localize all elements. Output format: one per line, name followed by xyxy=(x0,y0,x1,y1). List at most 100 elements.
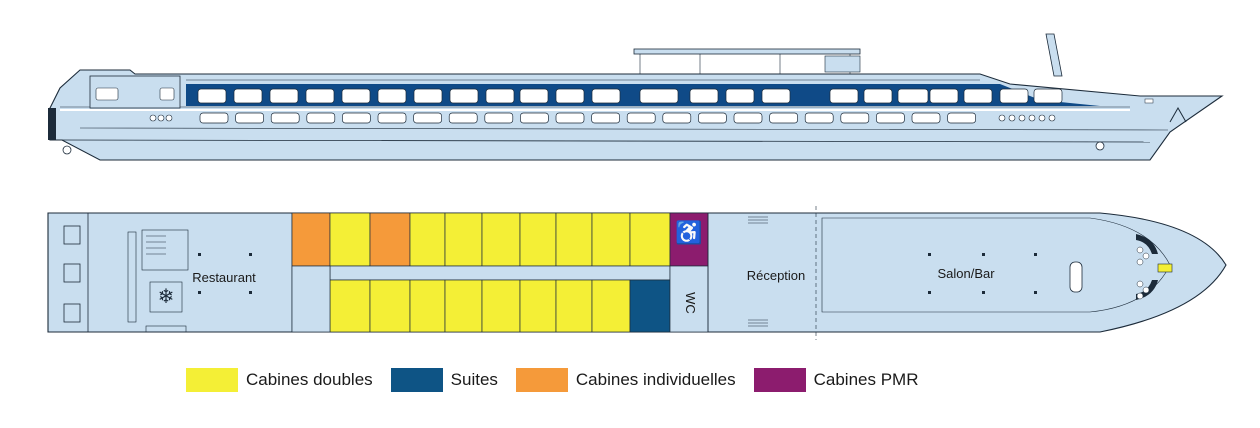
wheelchair-icon: ♿ xyxy=(675,220,702,245)
upper-window xyxy=(591,88,621,104)
cabin-pmr xyxy=(669,212,709,267)
upper-window xyxy=(341,88,371,104)
cabin-double xyxy=(444,212,483,267)
lower-window xyxy=(698,112,727,124)
upper-window xyxy=(929,88,959,104)
sun-deck-canopy xyxy=(633,48,861,55)
upper-windows xyxy=(197,88,1063,104)
upper-window xyxy=(269,88,299,104)
lower-window xyxy=(840,112,870,124)
legend-swatch-single xyxy=(515,368,568,392)
legend-item-single: Cabines individuelles xyxy=(515,368,736,392)
lower-window xyxy=(199,112,229,124)
cabin-double xyxy=(629,212,671,267)
restaurant-columns xyxy=(198,253,252,294)
upper-window xyxy=(725,88,755,104)
snowflake-icon: ❄ xyxy=(158,286,175,308)
ship-side-profile xyxy=(48,33,1224,161)
upper-window xyxy=(829,88,859,104)
cabin-double xyxy=(481,279,521,333)
upper-window xyxy=(761,88,791,104)
cabin-double xyxy=(444,279,483,333)
bow-portholes xyxy=(998,114,1056,122)
stern xyxy=(48,108,56,140)
reception-label: Réception xyxy=(747,268,806,283)
cabin-single xyxy=(291,212,331,267)
lower-window xyxy=(626,112,656,124)
cabin-single xyxy=(369,212,411,267)
cabin-double xyxy=(369,279,411,333)
lower-window xyxy=(733,112,763,124)
upper-window xyxy=(233,88,263,104)
upper-window xyxy=(449,88,479,104)
upper-window xyxy=(897,88,929,104)
upper-window xyxy=(413,88,443,104)
lower-window xyxy=(804,112,834,124)
salon-columns xyxy=(928,253,1037,294)
legend: Cabines doubles Suites Cabines individuell… xyxy=(186,367,937,393)
lower-window xyxy=(947,112,976,124)
cabin-double xyxy=(519,212,557,267)
upper-window xyxy=(639,88,679,104)
salon-label: Salon/Bar xyxy=(937,266,995,281)
cabin-double xyxy=(519,279,557,333)
lower-window xyxy=(520,112,549,124)
upper-window xyxy=(689,88,719,104)
lower-window xyxy=(413,112,442,124)
cabin-suite xyxy=(629,279,671,333)
legend-label: Cabines doubles xyxy=(246,370,373,389)
anchor-icon xyxy=(1095,141,1105,151)
cabin-double xyxy=(555,279,593,333)
lower-window xyxy=(876,112,905,124)
cabin-double xyxy=(329,212,371,267)
restaurant-label: Restaurant xyxy=(192,270,256,285)
stern-stairs xyxy=(127,229,189,333)
propeller-icon xyxy=(62,145,72,155)
lower-window xyxy=(555,112,585,124)
legend-swatch-pmr xyxy=(753,368,806,392)
lower-window xyxy=(377,112,407,124)
cabin-double xyxy=(329,279,371,333)
lower-window xyxy=(911,112,941,124)
upper-window xyxy=(999,88,1029,104)
cabin-double xyxy=(591,212,631,267)
legend-swatch-double xyxy=(186,368,238,392)
upper-window xyxy=(377,88,407,104)
lower-window xyxy=(769,112,798,124)
lower-window xyxy=(591,112,620,124)
lower-windows xyxy=(199,112,976,124)
upper-window xyxy=(555,88,585,104)
upper-window xyxy=(197,88,227,104)
legend-item-suite: Suites xyxy=(390,368,498,392)
cabin-double xyxy=(409,212,446,267)
cabin-double xyxy=(555,212,593,267)
legend-item-double: Cabines doubles xyxy=(186,368,373,392)
upper-window xyxy=(305,88,335,104)
lower-window xyxy=(484,112,514,124)
lower-window xyxy=(270,112,300,124)
cabin-double xyxy=(591,279,631,333)
lower-window xyxy=(342,112,371,124)
upper-window xyxy=(485,88,515,104)
legend-item-pmr: Cabines PMR xyxy=(753,368,919,392)
wc-area xyxy=(669,265,709,333)
stair-bay xyxy=(291,265,331,333)
lower-window xyxy=(235,112,264,124)
wc-label: WC xyxy=(683,292,698,314)
reception-stairs xyxy=(748,216,768,327)
mast xyxy=(1045,33,1063,77)
legend-label: Cabines individuelles xyxy=(575,370,736,389)
cabin-double xyxy=(409,279,446,333)
cabin-grid xyxy=(291,212,709,333)
lower-window xyxy=(662,112,692,124)
upper-window xyxy=(963,88,993,104)
upper-window xyxy=(1033,88,1063,104)
lower-window xyxy=(448,112,478,124)
stern-portholes xyxy=(149,114,173,122)
upper-window xyxy=(519,88,549,104)
corridor xyxy=(329,265,671,281)
lower-window xyxy=(306,112,336,124)
deck-plan: ❄ Restaurant ♿ WC Réception Salon/Bar xyxy=(47,206,1227,340)
bar-counter xyxy=(1069,261,1083,293)
